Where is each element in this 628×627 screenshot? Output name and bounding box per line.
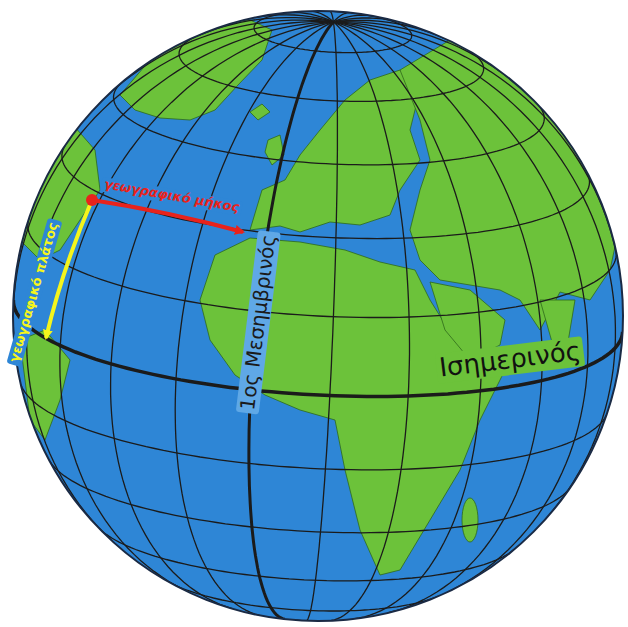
meridian-line bbox=[175, 22, 333, 616]
parallel-line bbox=[114, 84, 545, 165]
location-point bbox=[86, 194, 98, 206]
meridian-line bbox=[13, 22, 333, 356]
meridian-line bbox=[60, 22, 334, 590]
continents bbox=[15, 20, 625, 575]
parallel-line bbox=[254, 11, 412, 53]
parallel-line bbox=[21, 385, 606, 470]
meridian-line bbox=[333, 20, 444, 38]
parallel-line bbox=[99, 529, 513, 581]
parallel-line bbox=[50, 461, 570, 533]
equator-line bbox=[13, 300, 622, 396]
parallel-line bbox=[169, 582, 438, 611]
graticule bbox=[13, 11, 622, 621]
meridian-line bbox=[27, 22, 334, 541]
meridian-line bbox=[333, 15, 372, 22]
parallel-line bbox=[28, 219, 616, 317]
meridian-line bbox=[333, 22, 588, 592]
parallel-line bbox=[62, 146, 590, 239]
meridian-line bbox=[333, 22, 619, 267]
parallel-line bbox=[179, 37, 484, 102]
globe-outline bbox=[13, 11, 623, 621]
meridian-line bbox=[328, 22, 410, 621]
meridian-line bbox=[306, 22, 337, 621]
